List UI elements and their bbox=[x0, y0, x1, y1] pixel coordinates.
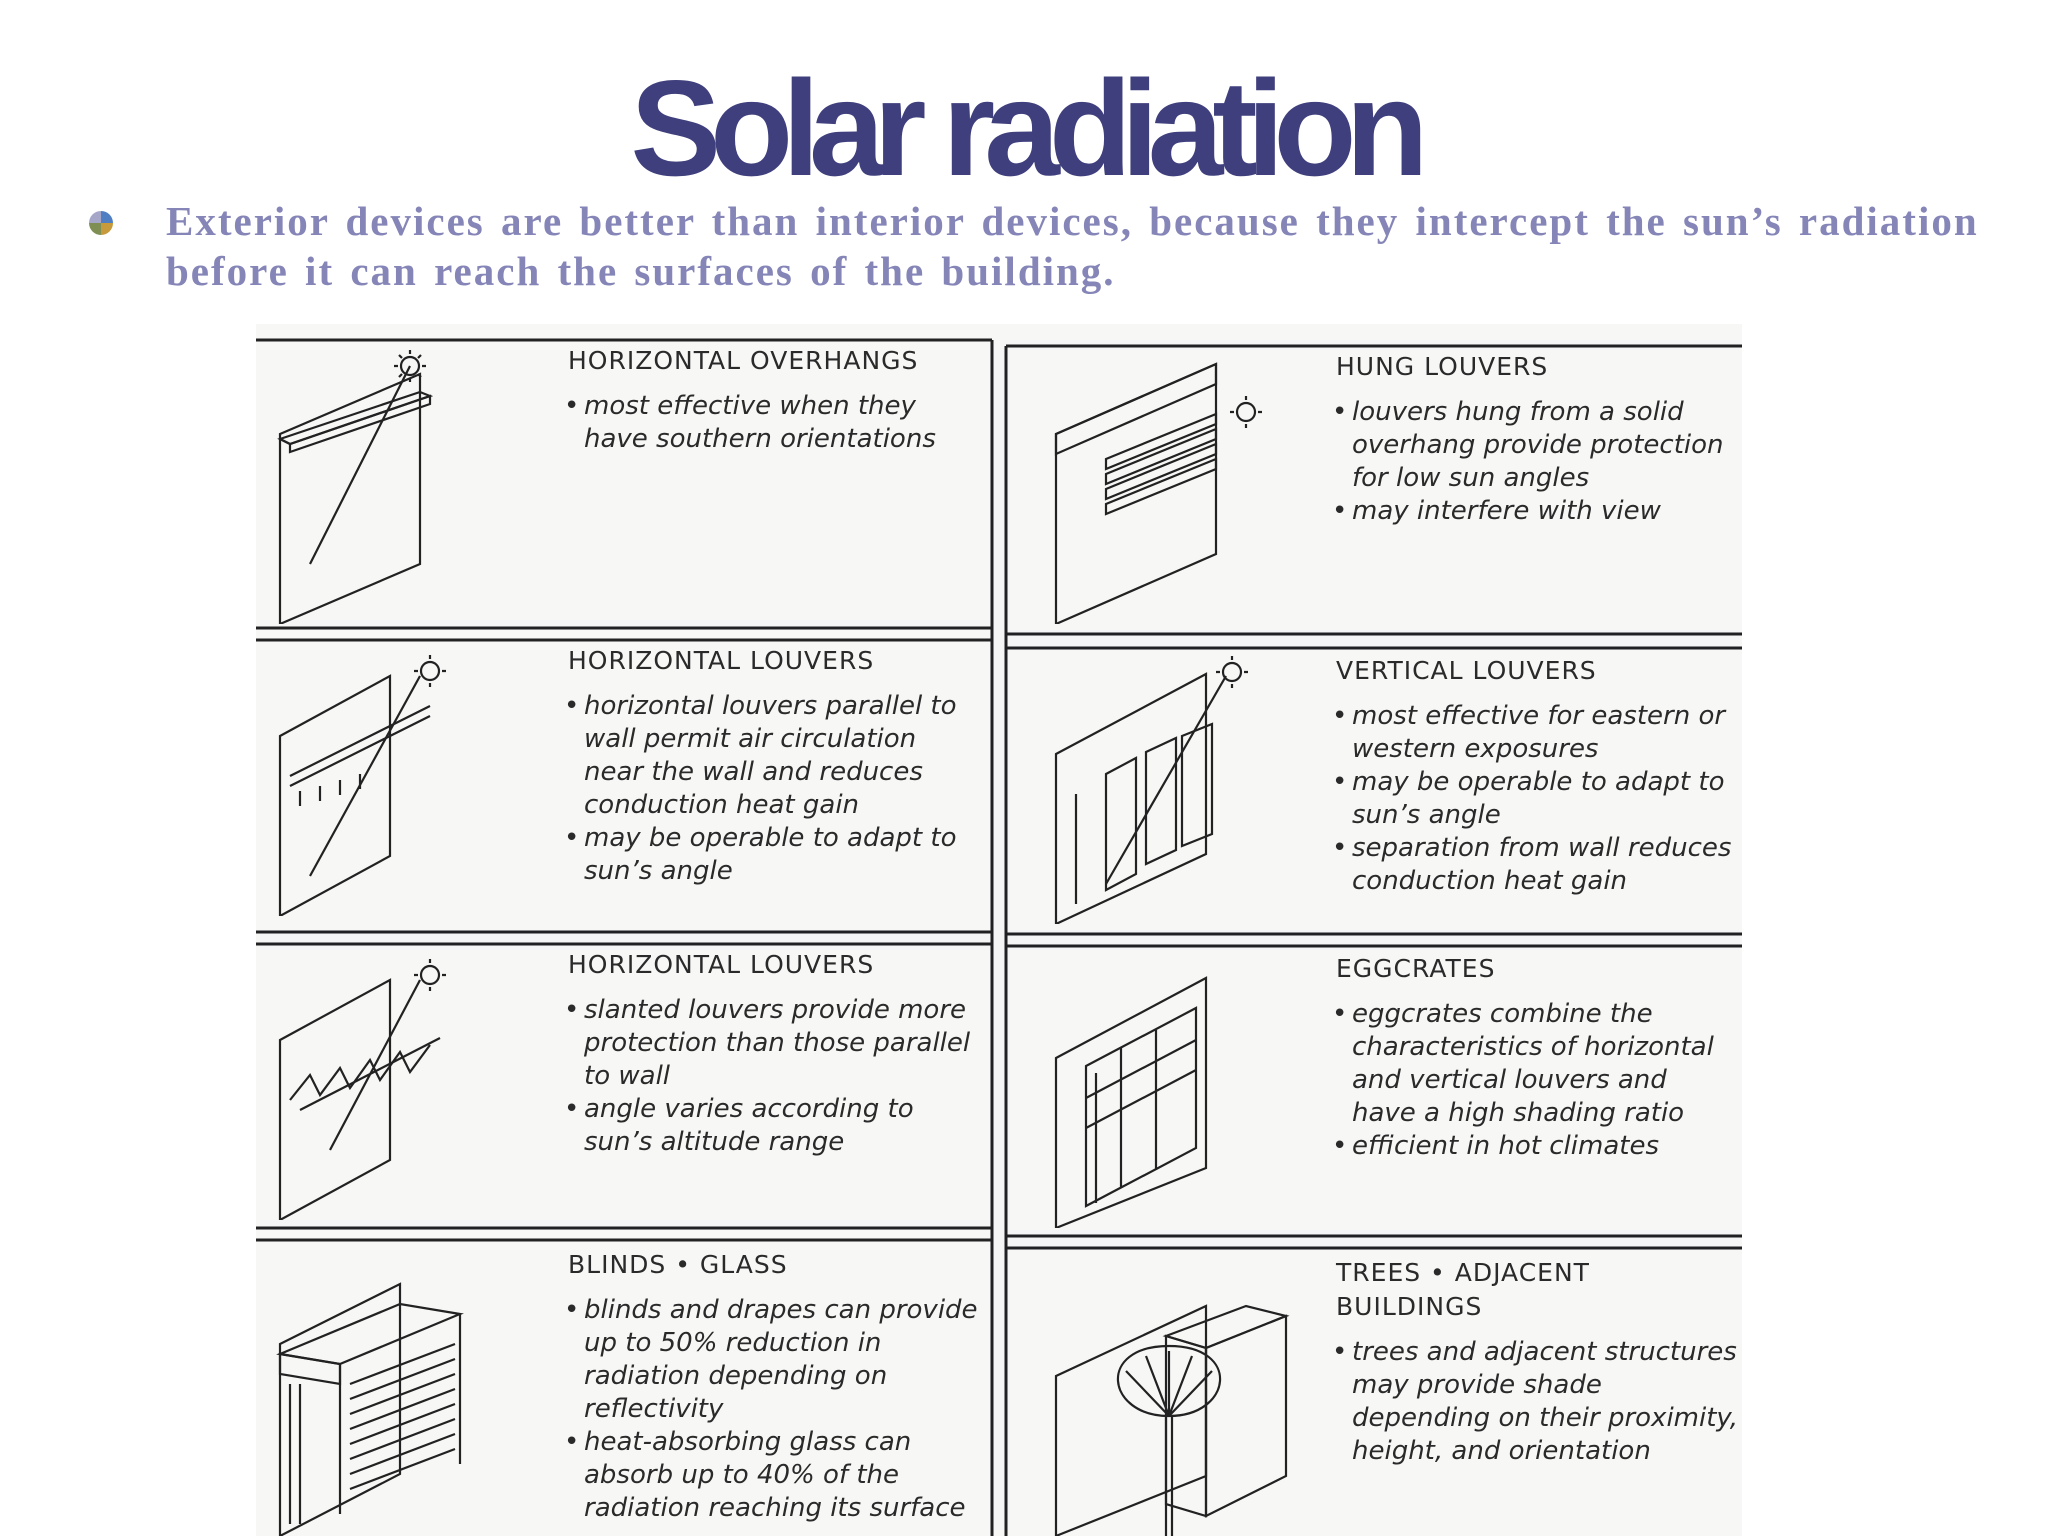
horizontal-louvers-sketch bbox=[278, 655, 446, 916]
overhang-sketch bbox=[277, 350, 434, 624]
panel-horizontal-louvers-parallel: HORIZONTAL LOUVERS horizontal louvers pa… bbox=[564, 644, 978, 888]
panel-bullet: horizontal louvers parallel to wall perm… bbox=[564, 690, 978, 822]
panel-bullet: angle varies according to sun’s altitude… bbox=[564, 1093, 978, 1159]
eggcrates-sketch bbox=[1054, 976, 1208, 1228]
vertical-louvers-sketch bbox=[1054, 656, 1248, 924]
panel-bullet: most effective when they have southern o… bbox=[564, 390, 978, 456]
panel-title: VERTICAL LOUVERS bbox=[1336, 656, 1597, 685]
panel-title: BLINDS • GLASS bbox=[568, 1250, 788, 1279]
panel-bullet: heat-absorbing glass can absorb up to 40… bbox=[564, 1426, 988, 1525]
panel-bullet: blinds and drapes can provide up to 50% … bbox=[564, 1294, 988, 1426]
panel-bullet: may interfere with view bbox=[1332, 495, 1736, 528]
panel-bullet: louvers hung from a solid overhang provi… bbox=[1332, 396, 1736, 495]
panel-bullet: may be operable to adapt to sun’s angle bbox=[564, 822, 978, 888]
hung-louvers-sketch bbox=[1054, 362, 1262, 624]
trees-buildings-sketch bbox=[1054, 1304, 1290, 1536]
panel-bullet: separation from wall reduces conduction … bbox=[1332, 832, 1736, 898]
panel-title: TREES • ADJACENT BUILDINGS bbox=[1336, 1258, 1590, 1321]
bullet-icon-q3 bbox=[89, 223, 101, 235]
panel-blinds-glass: BLINDS • GLASS blinds and drapes can pro… bbox=[564, 1248, 988, 1525]
slide-title: Solar radiation bbox=[630, 52, 1428, 204]
panel-hung-louvers: HUNG LOUVERS louvers hung from a solid o… bbox=[1332, 350, 1736, 528]
panel-title: HORIZONTAL LOUVERS bbox=[568, 950, 875, 979]
pie-bullet-icon bbox=[89, 211, 113, 235]
panel-vertical-louvers: VERTICAL LOUVERS most effective for east… bbox=[1332, 654, 1736, 898]
panel-bullet: eggcrates combine the characteristics of… bbox=[1332, 998, 1736, 1130]
panel-bullet: efficient in hot climates bbox=[1332, 1130, 1736, 1163]
panel-title: HORIZONTAL OVERHANGS bbox=[568, 346, 919, 375]
panel-title: HUNG LOUVERS bbox=[1336, 352, 1549, 381]
panel-trees-adjacent-buildings: TREES • ADJACENT BUILDINGS trees and adj… bbox=[1332, 1256, 1740, 1468]
panel-bullet: trees and adjacent structures may provid… bbox=[1332, 1336, 1740, 1468]
panel-horizontal-louvers-slanted: HORIZONTAL LOUVERS slanted louvers provi… bbox=[564, 948, 978, 1159]
shading-devices-figure: HORIZONTAL OVERHANGS most effective when… bbox=[256, 324, 1742, 1536]
bullet-icon-q2 bbox=[101, 223, 113, 235]
panel-eggcrates: EGGCRATES eggcrates combine the characte… bbox=[1332, 952, 1736, 1163]
panel-bullet: may be operable to adapt to sun’s angle bbox=[1332, 766, 1736, 832]
panel-title: HORIZONTAL LOUVERS bbox=[568, 646, 875, 675]
panel-bullet: slanted louvers provide more protection … bbox=[564, 994, 978, 1093]
bullet-icon-q4 bbox=[89, 211, 101, 223]
figure-grid-lines bbox=[256, 338, 1742, 1536]
bullet-icon-q1 bbox=[101, 211, 113, 223]
panel-bullet: most effective for eastern or western ex… bbox=[1332, 700, 1736, 766]
bullet-text: Exterior devices are better than interio… bbox=[166, 198, 1979, 294]
panel-horizontal-overhangs: HORIZONTAL OVERHANGS most effective when… bbox=[564, 344, 978, 456]
slanted-louvers-sketch bbox=[278, 959, 446, 1220]
panel-title: EGGCRATES bbox=[1336, 954, 1496, 983]
blinds-sketch bbox=[276, 1282, 464, 1536]
